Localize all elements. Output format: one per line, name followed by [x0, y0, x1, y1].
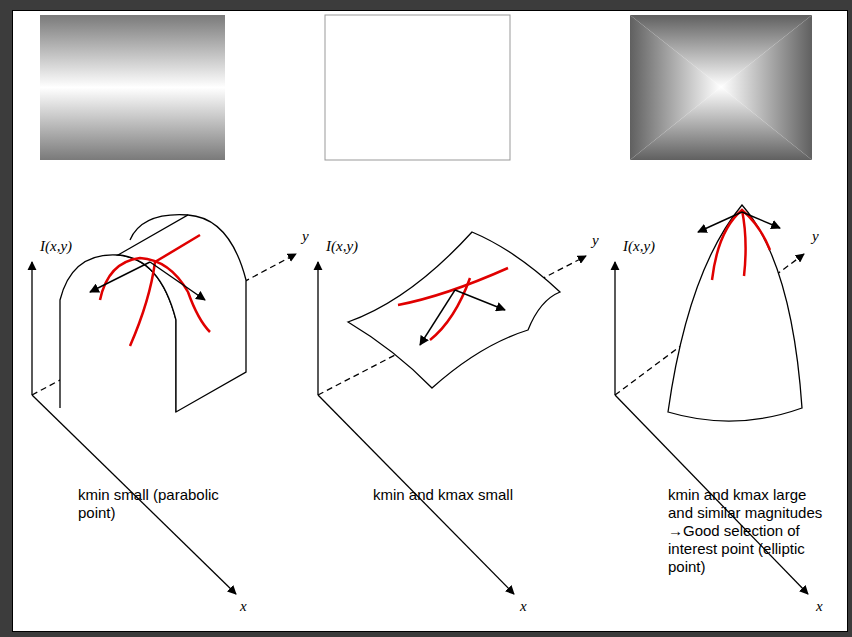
- axis-label: x: [816, 598, 823, 615]
- axis-label: I(x,y): [623, 238, 655, 255]
- axis-label: x: [520, 598, 527, 615]
- caption-text: kmin and kmax small: [373, 486, 573, 504]
- caption-text: kmin small (parabolic point): [78, 486, 228, 522]
- axis-label: y: [812, 228, 819, 245]
- axis-label: x: [240, 598, 247, 615]
- axis-label: I(x,y): [326, 238, 358, 255]
- caption-text: kmin and kmax large and similar magnitud…: [668, 486, 828, 576]
- axis-label: y: [302, 228, 309, 245]
- axis-label: I(x,y): [40, 238, 72, 255]
- axis-label: y: [592, 232, 599, 249]
